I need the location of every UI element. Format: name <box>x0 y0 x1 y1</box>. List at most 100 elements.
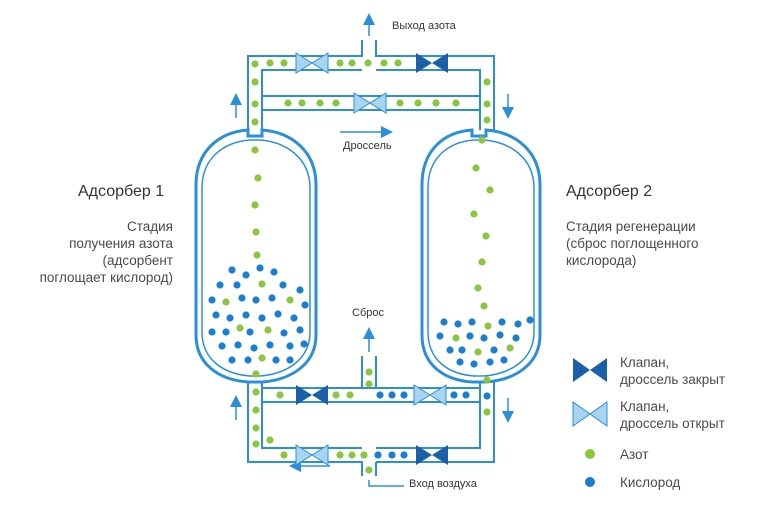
oxygen-particle <box>514 320 522 328</box>
nitrogen-particle <box>482 232 490 240</box>
oxygen-particle <box>468 318 476 326</box>
oxygen-particle <box>296 326 304 334</box>
oxygen-particle <box>233 281 241 289</box>
oxygen-particle <box>458 346 466 354</box>
nitrogen-particle <box>348 451 356 459</box>
nitrogen-particle <box>254 174 262 182</box>
oxygen-particle <box>301 301 309 309</box>
oxygen-particle <box>212 311 220 319</box>
nitrogen-particle <box>332 99 340 107</box>
oxygen-particle <box>446 346 454 354</box>
adsorber-2-title: Адсорбер 2 <box>566 183 653 200</box>
gas-particles <box>208 59 534 474</box>
valve-bottom-left-closed <box>296 385 328 405</box>
oxygen-particle <box>400 451 408 459</box>
nitrogen-particle <box>266 436 274 444</box>
oxygen-particle <box>218 342 226 350</box>
nitrogen-particle <box>470 210 478 218</box>
oxygen-particle <box>388 391 396 399</box>
nitrogen-particle <box>472 164 480 172</box>
nitrogen-particle <box>364 59 372 67</box>
legend-valve-open-icon <box>572 401 608 427</box>
oxygen-particle <box>296 286 304 294</box>
nitrogen-particle <box>365 380 373 388</box>
nitrogen-particle <box>252 388 260 396</box>
nitrogen-particle <box>506 344 514 352</box>
nitrogen-particle <box>483 78 491 86</box>
oxygen-particle <box>266 341 274 349</box>
throttle-valve-open <box>353 92 387 114</box>
oxygen-particle <box>222 328 230 336</box>
valve-inlet-left-open <box>295 444 329 466</box>
oxygen-particle <box>526 316 534 324</box>
oxygen-particle <box>290 314 298 322</box>
nitrogen-particle <box>258 354 266 362</box>
nitrogen-particle <box>452 99 460 107</box>
nitrogen-particle <box>365 466 373 474</box>
nitrogen-particle <box>474 348 482 356</box>
adsorber-1-stage: Стадия получения азота (адсорбент поглощ… <box>39 219 173 285</box>
oxygen-particle <box>388 451 396 459</box>
nitrogen-particle <box>264 326 272 334</box>
nitrogen-particle <box>236 324 244 332</box>
oxygen-particle <box>490 346 498 354</box>
nitrogen-particle <box>258 280 266 288</box>
nitrogen-particle <box>360 451 368 459</box>
valve-inlet-right-closed <box>416 445 448 465</box>
nitrogen-particle <box>336 451 344 459</box>
nitrogen-particle <box>251 201 259 209</box>
nitrogen-particle <box>280 451 288 459</box>
adsorber-2-stage: Стадия регенерации (сброс поглощенного к… <box>566 219 699 268</box>
oxygen-particle <box>462 391 470 399</box>
adsorber-2-vessel <box>420 128 542 384</box>
legend-valve-closed-icon <box>573 358 607 382</box>
nitrogen-particle <box>251 78 259 86</box>
legend-oxygen-label: Кислород <box>620 475 681 490</box>
legend-oxygen-dot <box>585 477 595 487</box>
nitrogen-particle <box>452 334 460 342</box>
nitrogen-particle <box>483 100 491 108</box>
pipe-network <box>247 40 495 476</box>
oxygen-particle <box>450 391 458 399</box>
flow-arrows <box>230 13 514 487</box>
nitrogen-particle <box>276 391 284 399</box>
nitrogen-particle <box>251 100 259 108</box>
nitrogen-particle <box>346 391 354 399</box>
oxygen-particle <box>374 451 382 459</box>
oxygen-particle <box>500 356 508 364</box>
oxygen-particle <box>258 314 266 322</box>
nitrogen-particle <box>298 99 306 107</box>
oxygen-particle <box>440 318 448 326</box>
oxygen-particle <box>498 318 506 326</box>
nitrogen-particle <box>252 406 260 414</box>
oxygen-particle <box>436 332 444 340</box>
oxygen-particle <box>496 331 504 339</box>
oxygen-particle <box>250 344 258 352</box>
nitrogen-particle <box>266 59 274 67</box>
nitrogen-particle <box>486 186 494 194</box>
nitrogen-outlet-label: Выход азота <box>392 20 456 32</box>
nitrogen-particle <box>483 116 491 124</box>
oxygen-particle <box>286 356 294 364</box>
nitrogen-particle <box>348 59 356 67</box>
nitrogen-particle <box>251 118 259 126</box>
nitrogen-particle <box>484 322 492 330</box>
nitrogen-particle <box>480 302 488 310</box>
nitrogen-particle <box>394 59 402 67</box>
oxygen-particle <box>270 268 278 276</box>
nitrogen-particle <box>414 99 422 107</box>
nitrogen-particle <box>332 391 340 399</box>
oxygen-particle <box>456 358 464 366</box>
nitrogen-particle <box>252 228 260 236</box>
oxygen-particle <box>486 358 494 366</box>
nitrogen-particle <box>252 440 260 448</box>
nitrogen-particle <box>478 258 486 266</box>
valve-top-left-open <box>295 52 329 74</box>
oxygen-particle <box>483 392 491 400</box>
oxygen-particle <box>234 341 242 349</box>
oxygen-particle <box>400 391 408 399</box>
oxygen-particle <box>256 264 264 272</box>
air-inlet-label: Вход воздуха <box>409 478 477 490</box>
oxygen-particle <box>242 311 250 319</box>
